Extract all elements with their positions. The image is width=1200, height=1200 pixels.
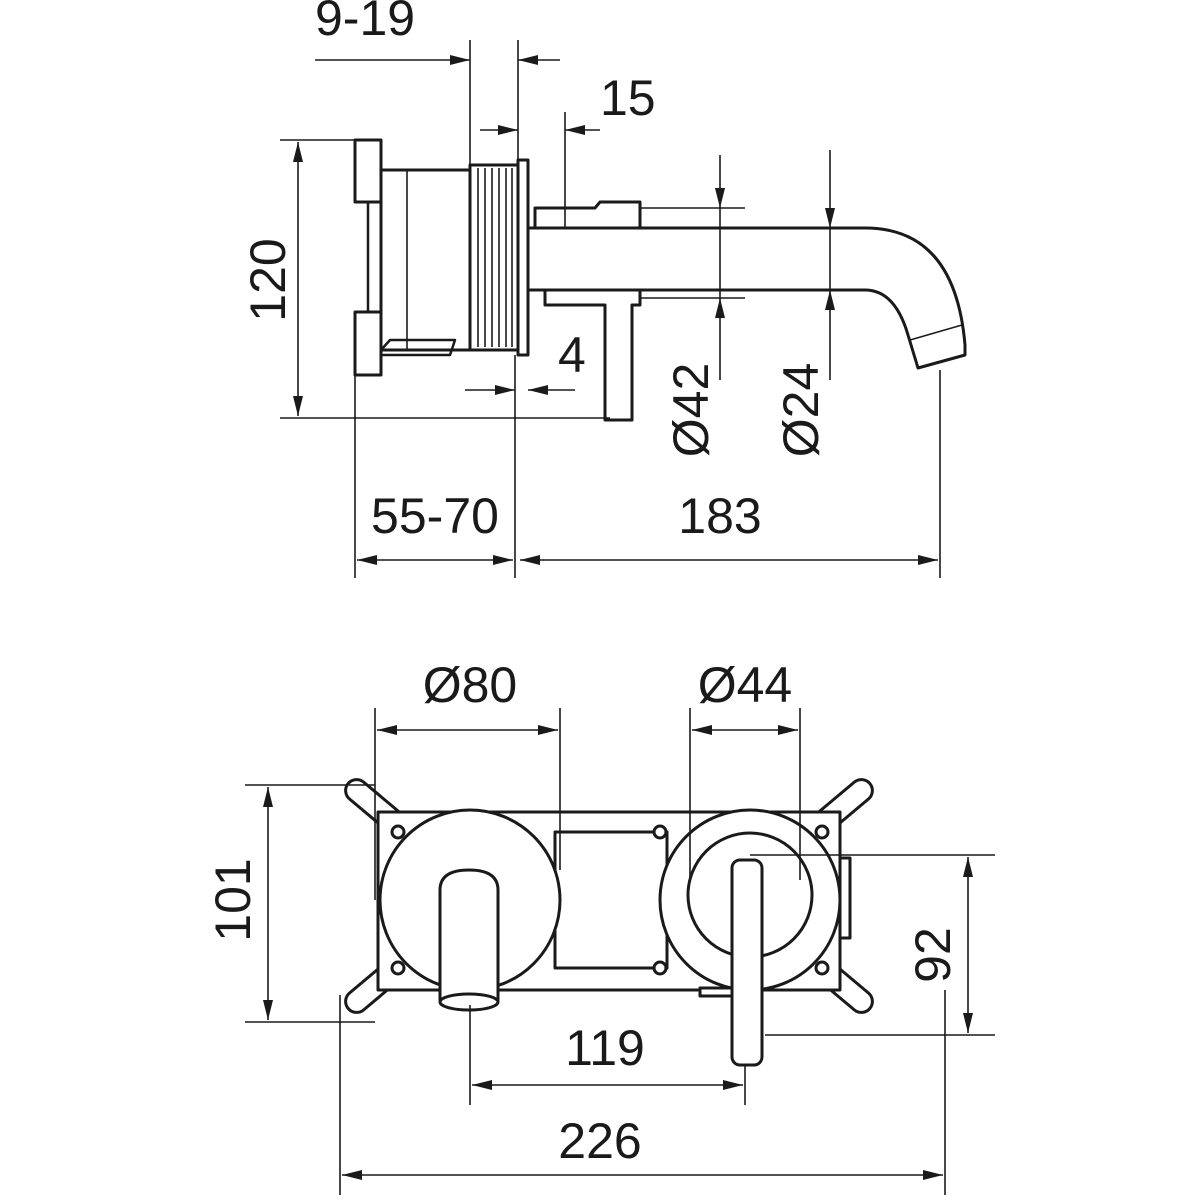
spout-front [438, 868, 500, 1002]
dim-gap: 4 [558, 327, 586, 383]
side-view: 9-19 15 120 4 Ø42 Ø24 55-70 183 [240, 0, 967, 578]
dim-install-depth: 55-70 [371, 488, 499, 544]
wall-plate [353, 138, 383, 377]
lever-front [730, 858, 764, 1067]
dim-body-diameter: Ø42 [663, 363, 719, 458]
body-clip [379, 338, 457, 357]
dim-spout-diameter: Ø24 [773, 363, 829, 458]
dim-spout-length: 183 [678, 488, 761, 544]
center-box [553, 830, 669, 970]
dim-right-height: 92 [905, 927, 961, 983]
dim-total-width: 226 [558, 1113, 641, 1169]
front-view: Ø80 Ø44 101 92 119 226 [205, 657, 995, 1195]
dim-center-distance: 119 [565, 1020, 645, 1076]
threaded-sleeve [468, 163, 520, 352]
dim-flange-offset: 15 [600, 70, 656, 126]
extension-lines [280, 40, 941, 578]
dim-left-rosette: Ø80 [423, 657, 518, 713]
lever-handle [533, 200, 642, 422]
dim-plate-height: 101 [205, 858, 261, 941]
spout [526, 226, 967, 370]
dim-right-rosette: Ø44 [698, 657, 793, 713]
dim-wall-depth: 9-19 [315, 0, 415, 46]
dim-height: 120 [240, 238, 296, 321]
valve-body [379, 168, 472, 352]
front-extension-lines [245, 708, 995, 1195]
